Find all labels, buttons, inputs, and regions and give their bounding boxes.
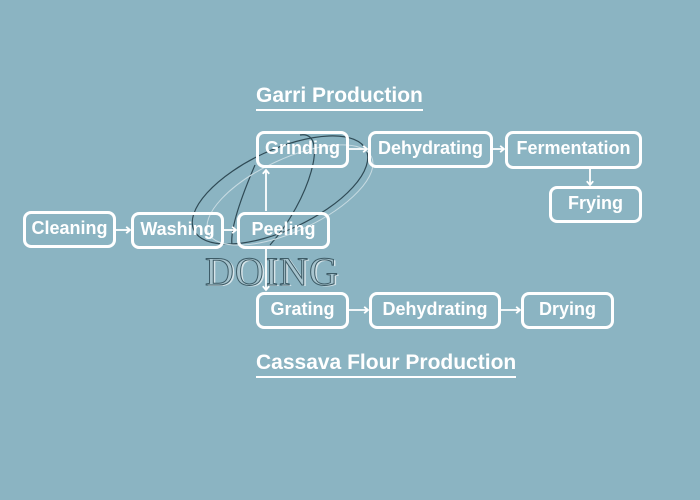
arrow-icon — [262, 249, 270, 292]
arrow-icon — [586, 169, 594, 187]
arrow-icon — [349, 306, 370, 314]
step-frying: Frying — [549, 186, 642, 223]
step-grating: Grating — [256, 292, 349, 329]
arrow-icon — [493, 145, 506, 153]
arrow-icon — [224, 226, 238, 234]
step-washing: Washing — [131, 212, 224, 249]
arrow-icon — [501, 306, 522, 314]
step-flour-dehydrating: Dehydrating — [369, 292, 501, 329]
step-peeling: Peeling — [237, 212, 330, 249]
arrow-icon — [349, 145, 369, 153]
step-fermentation: Fermentation — [505, 131, 642, 169]
step-drying: Drying — [521, 292, 614, 329]
step-grinding: Grinding — [256, 131, 349, 168]
step-garri-dehydrating: Dehydrating — [368, 131, 493, 168]
watermark-text: DOING — [205, 249, 339, 294]
arrow-icon — [116, 226, 132, 234]
step-cleaning: Cleaning — [23, 211, 116, 248]
flour-title: Cassava Flour Production — [256, 351, 517, 378]
arrow-icon — [262, 168, 270, 211]
garri-title: Garri Production — [256, 84, 423, 111]
